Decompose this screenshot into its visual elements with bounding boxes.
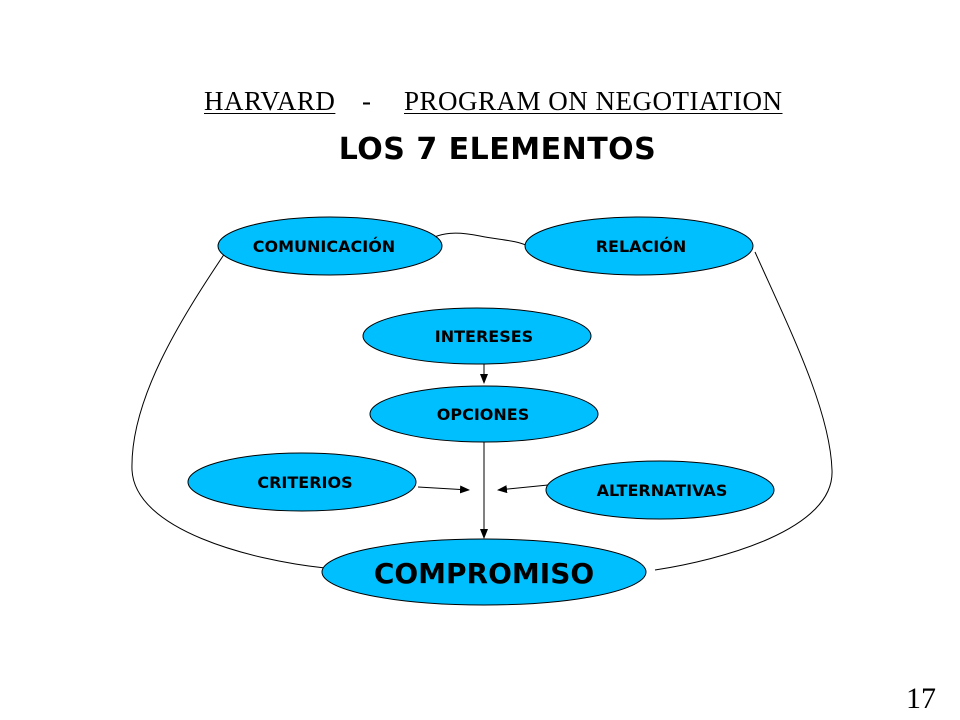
header-harvard: HARVARD: [204, 86, 336, 116]
node-alternativas-label: ALTERNATIVAS: [597, 481, 728, 500]
header: HARVARD - PROGRAM ON NEGOTIATION: [0, 86, 960, 120]
arrow-criterios-center: [417, 485, 470, 494]
header-program: PROGRAM ON NEGOTIATION: [404, 86, 783, 116]
node-criterios: CRITERIOS: [187, 452, 417, 512]
link-comunicacion-compromiso: [131, 252, 326, 569]
node-alternativas: ALTERNATIVAS: [545, 460, 775, 520]
link-relacion-compromiso: [654, 251, 833, 571]
node-opciones: OPCIONES: [369, 385, 599, 443]
node-compromiso-label: COMPROMISO: [374, 557, 594, 590]
arrow-alternativas-center: [497, 484, 549, 494]
node-relacion-label: RELACIÓN: [596, 237, 687, 256]
node-criterios-label: CRITERIOS: [257, 473, 352, 492]
header-separator: -: [362, 86, 371, 116]
node-relacion: RELACIÓN: [524, 216, 754, 276]
node-comunicacion-label: COMUNICACIÓN: [253, 237, 395, 256]
link-comunicacion-relacion: [419, 232, 529, 247]
node-intereses-label: INTERESES: [435, 327, 533, 346]
connectors: [131, 232, 833, 571]
node-compromiso: COMPROMISO: [321, 538, 647, 606]
node-comunicacion: COMUNICACIÓN: [217, 216, 443, 276]
node-opciones-label: OPCIONES: [437, 405, 529, 424]
page-number: 17: [906, 682, 936, 715]
page-title: LOS 7 ELEMENTOS: [338, 132, 657, 167]
node-intereses: INTERESES: [362, 307, 592, 365]
